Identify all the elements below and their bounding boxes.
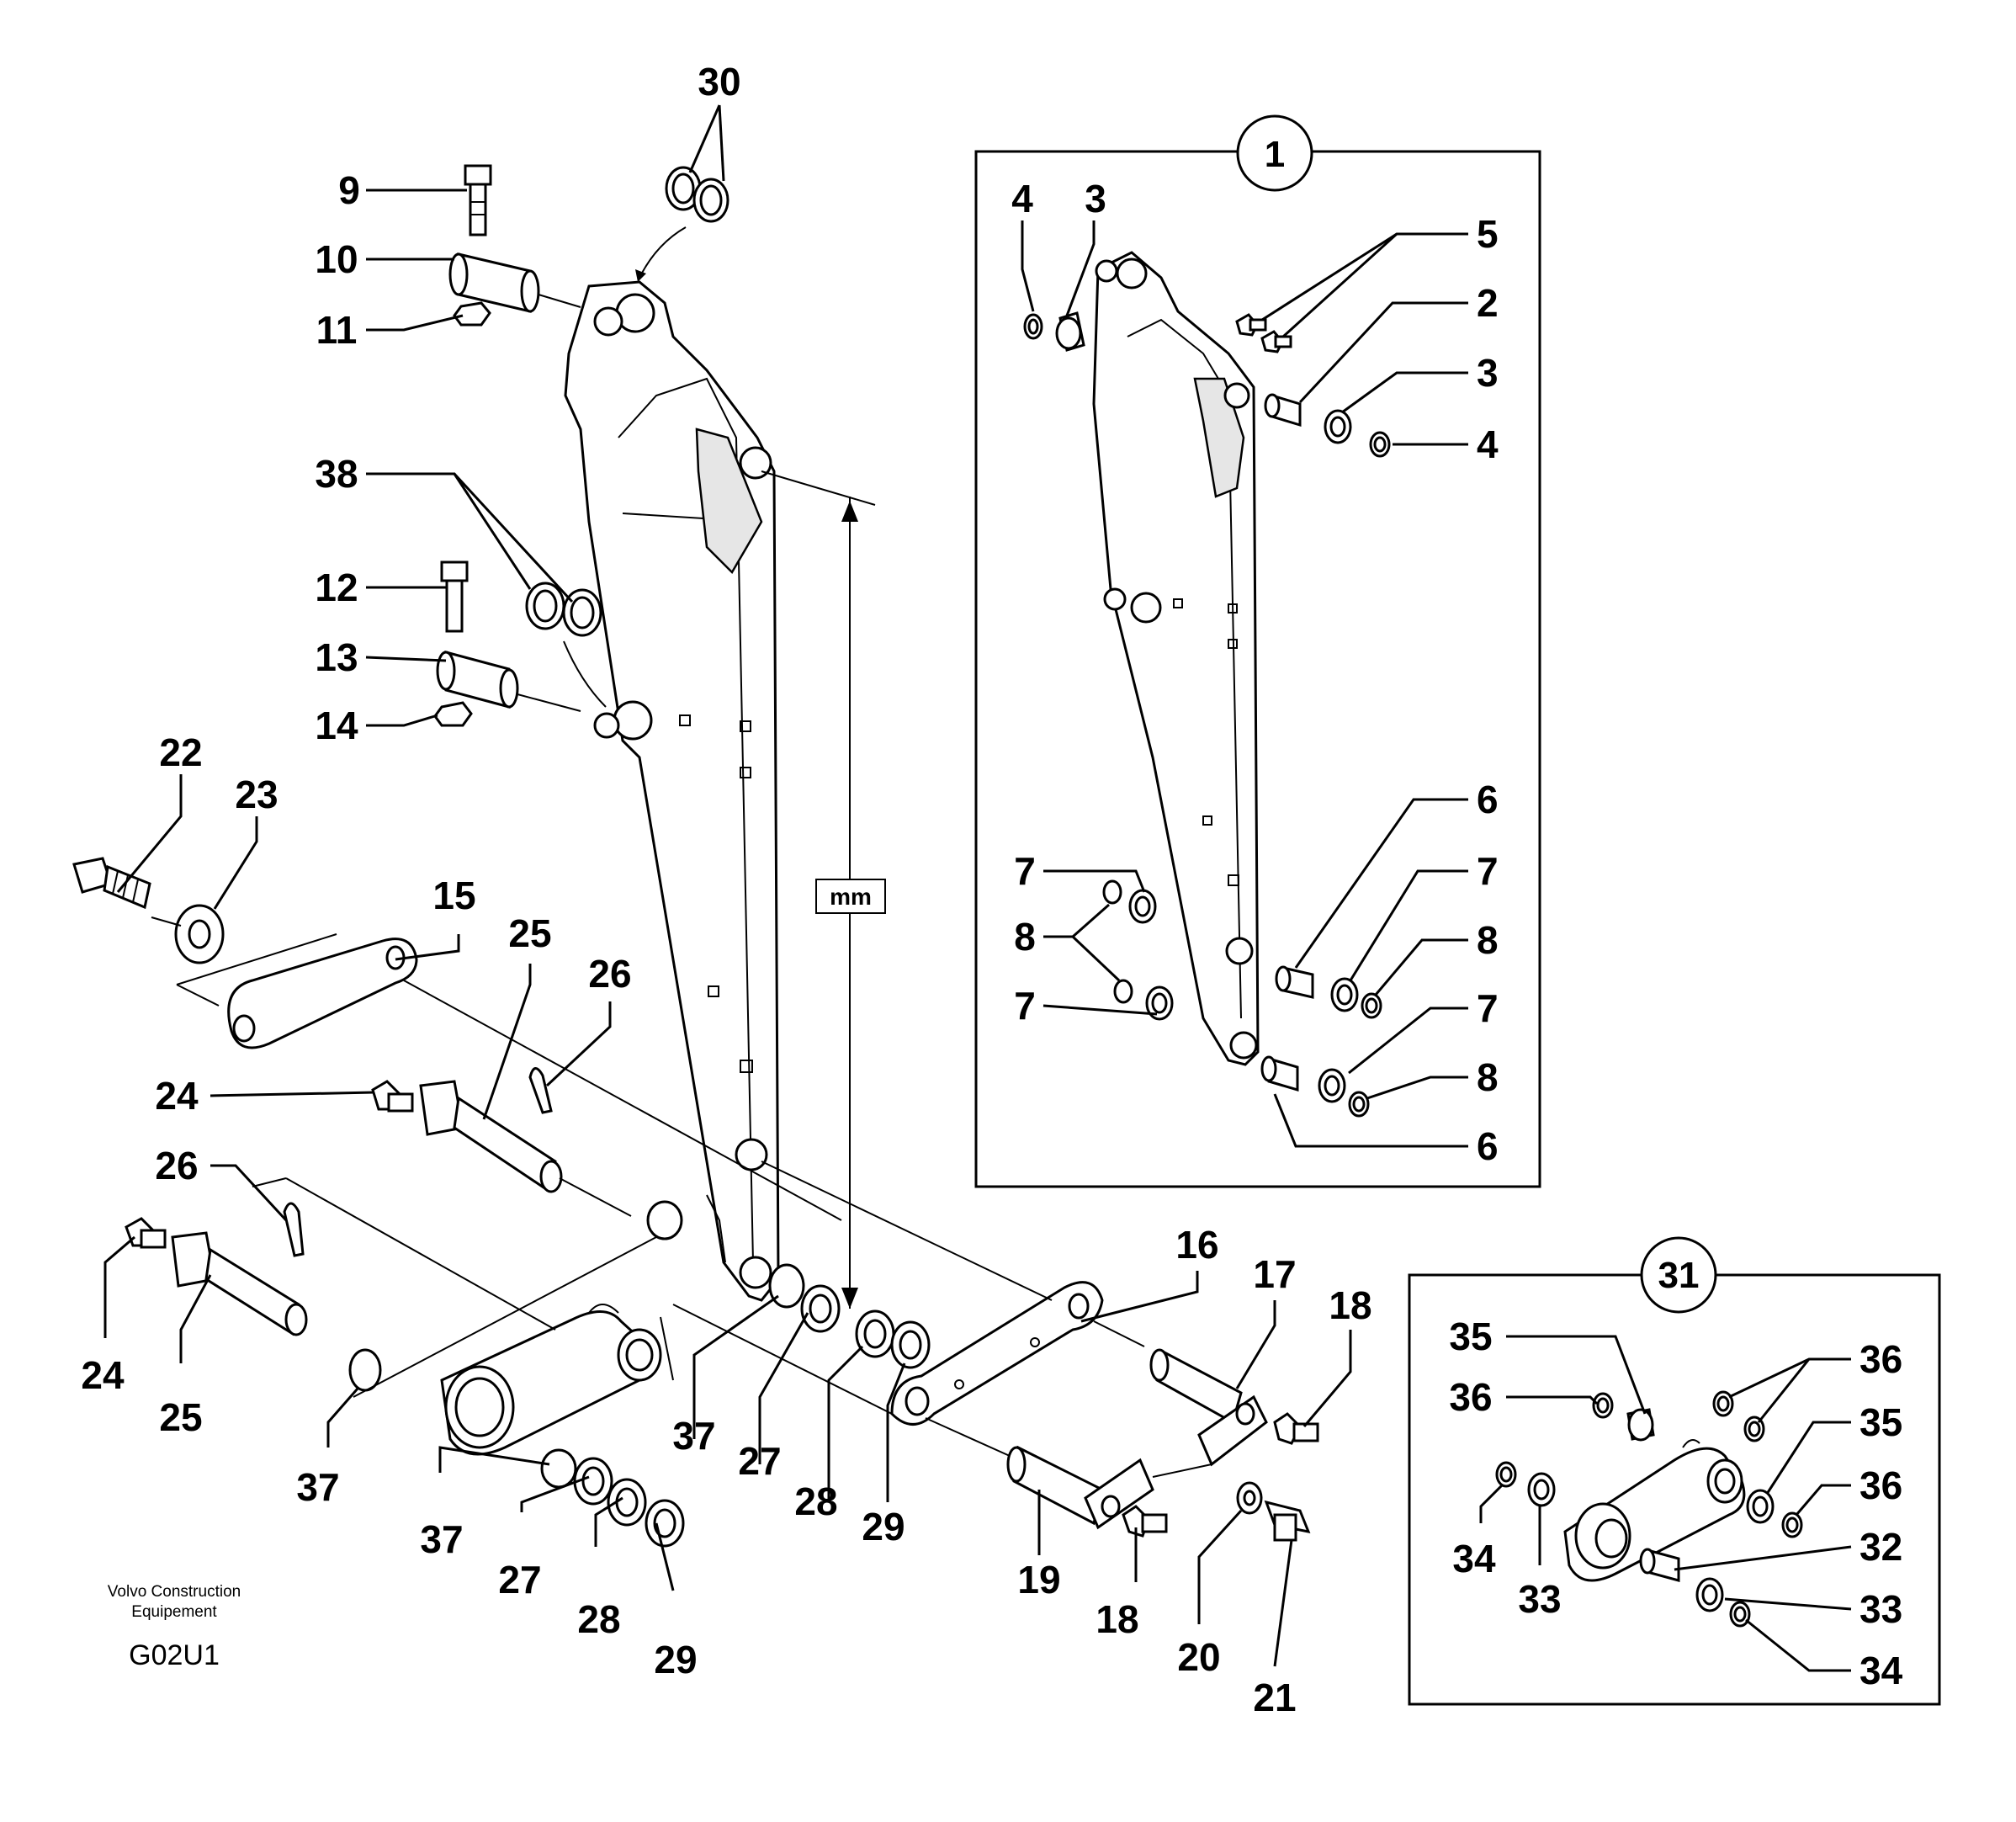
callout-21: 21 bbox=[1253, 1676, 1296, 1719]
callout-17: 17 bbox=[1253, 1252, 1296, 1296]
dimension-label: mm bbox=[830, 884, 872, 910]
inset1-callout-7-right-b: 7 bbox=[1477, 986, 1499, 1030]
inset1-callout-8-left: 8 bbox=[1014, 915, 1036, 959]
inset1-callout-2: 2 bbox=[1477, 281, 1499, 325]
callout-12: 12 bbox=[315, 566, 358, 609]
inset31-callout-32: 32 bbox=[1859, 1525, 1902, 1569]
callout-22: 22 bbox=[159, 730, 202, 774]
callout-37: 37 bbox=[296, 1465, 339, 1509]
callout-25: 25 bbox=[508, 911, 551, 955]
figure-code: G02U1 bbox=[129, 1639, 220, 1671]
inset31-callout-33b: 33 bbox=[1859, 1587, 1902, 1631]
footer-company-2: Equipement bbox=[131, 1603, 217, 1621]
inset1-callout-7-right: 7 bbox=[1477, 849, 1499, 893]
dimension-box bbox=[815, 879, 886, 914]
main-parts bbox=[72, 164, 1319, 1548]
inset1-callout-4: 4 bbox=[1011, 177, 1033, 220]
callout-13: 13 bbox=[315, 635, 358, 679]
inset1-callout-6: 6 bbox=[1477, 778, 1499, 821]
inset-31: 31 bbox=[1408, 1236, 1941, 1706]
inset-1-number: 1 bbox=[1265, 134, 1285, 175]
inset1-callout-7-left: 7 bbox=[1014, 849, 1036, 893]
inset-31-number: 31 bbox=[1658, 1255, 1700, 1296]
footer: Volvo Construction Equipement G02U1 bbox=[108, 1583, 241, 1671]
callout-29b: 29 bbox=[654, 1638, 697, 1681]
dimension-arrow: mm bbox=[761, 470, 886, 1309]
inset-1: 1 bbox=[974, 114, 1541, 1188]
callout-11: 11 bbox=[316, 308, 358, 352]
inset31-callout-34b: 34 bbox=[1859, 1649, 1903, 1692]
callout-16: 16 bbox=[1175, 1223, 1218, 1267]
callout-27b: 27 bbox=[498, 1558, 541, 1602]
callout-25b: 25 bbox=[159, 1395, 202, 1439]
callout-38: 38 bbox=[315, 452, 358, 496]
callout-24b: 24 bbox=[81, 1353, 125, 1397]
inset31-callout-33: 33 bbox=[1518, 1577, 1561, 1621]
inset31-callout-36b: 36 bbox=[1859, 1463, 1902, 1507]
dipper-arm bbox=[564, 280, 780, 1302]
callout-20: 20 bbox=[1177, 1635, 1220, 1679]
inset31-callout-35b: 35 bbox=[1859, 1400, 1902, 1444]
callout-29: 29 bbox=[862, 1505, 905, 1548]
callout-27: 27 bbox=[738, 1439, 781, 1483]
inset31-callout-35: 35 bbox=[1449, 1315, 1492, 1358]
inset1-callout-8-right: 8 bbox=[1477, 918, 1499, 962]
callout-37c: 37 bbox=[420, 1517, 463, 1561]
main-labels: 30 9 10 11 38 12 13 14 22 23 15 25 26 24… bbox=[81, 60, 1371, 1719]
callout-10: 10 bbox=[315, 237, 358, 281]
inset1-callout-3b: 3 bbox=[1477, 351, 1499, 395]
callout-15: 15 bbox=[432, 874, 475, 917]
callout-26b: 26 bbox=[155, 1144, 198, 1187]
inset31-callout-36-left: 36 bbox=[1449, 1375, 1492, 1419]
callout-30: 30 bbox=[698, 60, 740, 104]
callout-28b: 28 bbox=[577, 1597, 620, 1641]
inset1-callout-3: 3 bbox=[1085, 177, 1106, 220]
callout-26: 26 bbox=[588, 952, 631, 996]
main-leaders bbox=[103, 104, 1352, 1667]
inset1-callout-7-left-b: 7 bbox=[1014, 984, 1036, 1028]
callout-9: 9 bbox=[338, 168, 360, 212]
callout-37b: 37 bbox=[672, 1414, 715, 1458]
footer-company: Volvo Construction bbox=[108, 1583, 241, 1601]
inset31-callout-34: 34 bbox=[1452, 1537, 1496, 1580]
inset1-callout-6b: 6 bbox=[1477, 1124, 1499, 1168]
callout-14: 14 bbox=[315, 704, 358, 747]
callout-19: 19 bbox=[1017, 1558, 1060, 1602]
callout-24: 24 bbox=[155, 1074, 199, 1118]
callout-28: 28 bbox=[794, 1479, 837, 1523]
inset1-callout-4b: 4 bbox=[1477, 422, 1499, 466]
callout-23: 23 bbox=[235, 773, 278, 816]
inset1-callout-5: 5 bbox=[1477, 212, 1499, 256]
inset1-callout-8-right-b: 8 bbox=[1477, 1055, 1499, 1099]
callout-18: 18 bbox=[1329, 1283, 1371, 1327]
callout-18b: 18 bbox=[1096, 1597, 1138, 1641]
inset31-callout-36-right: 36 bbox=[1859, 1337, 1902, 1381]
